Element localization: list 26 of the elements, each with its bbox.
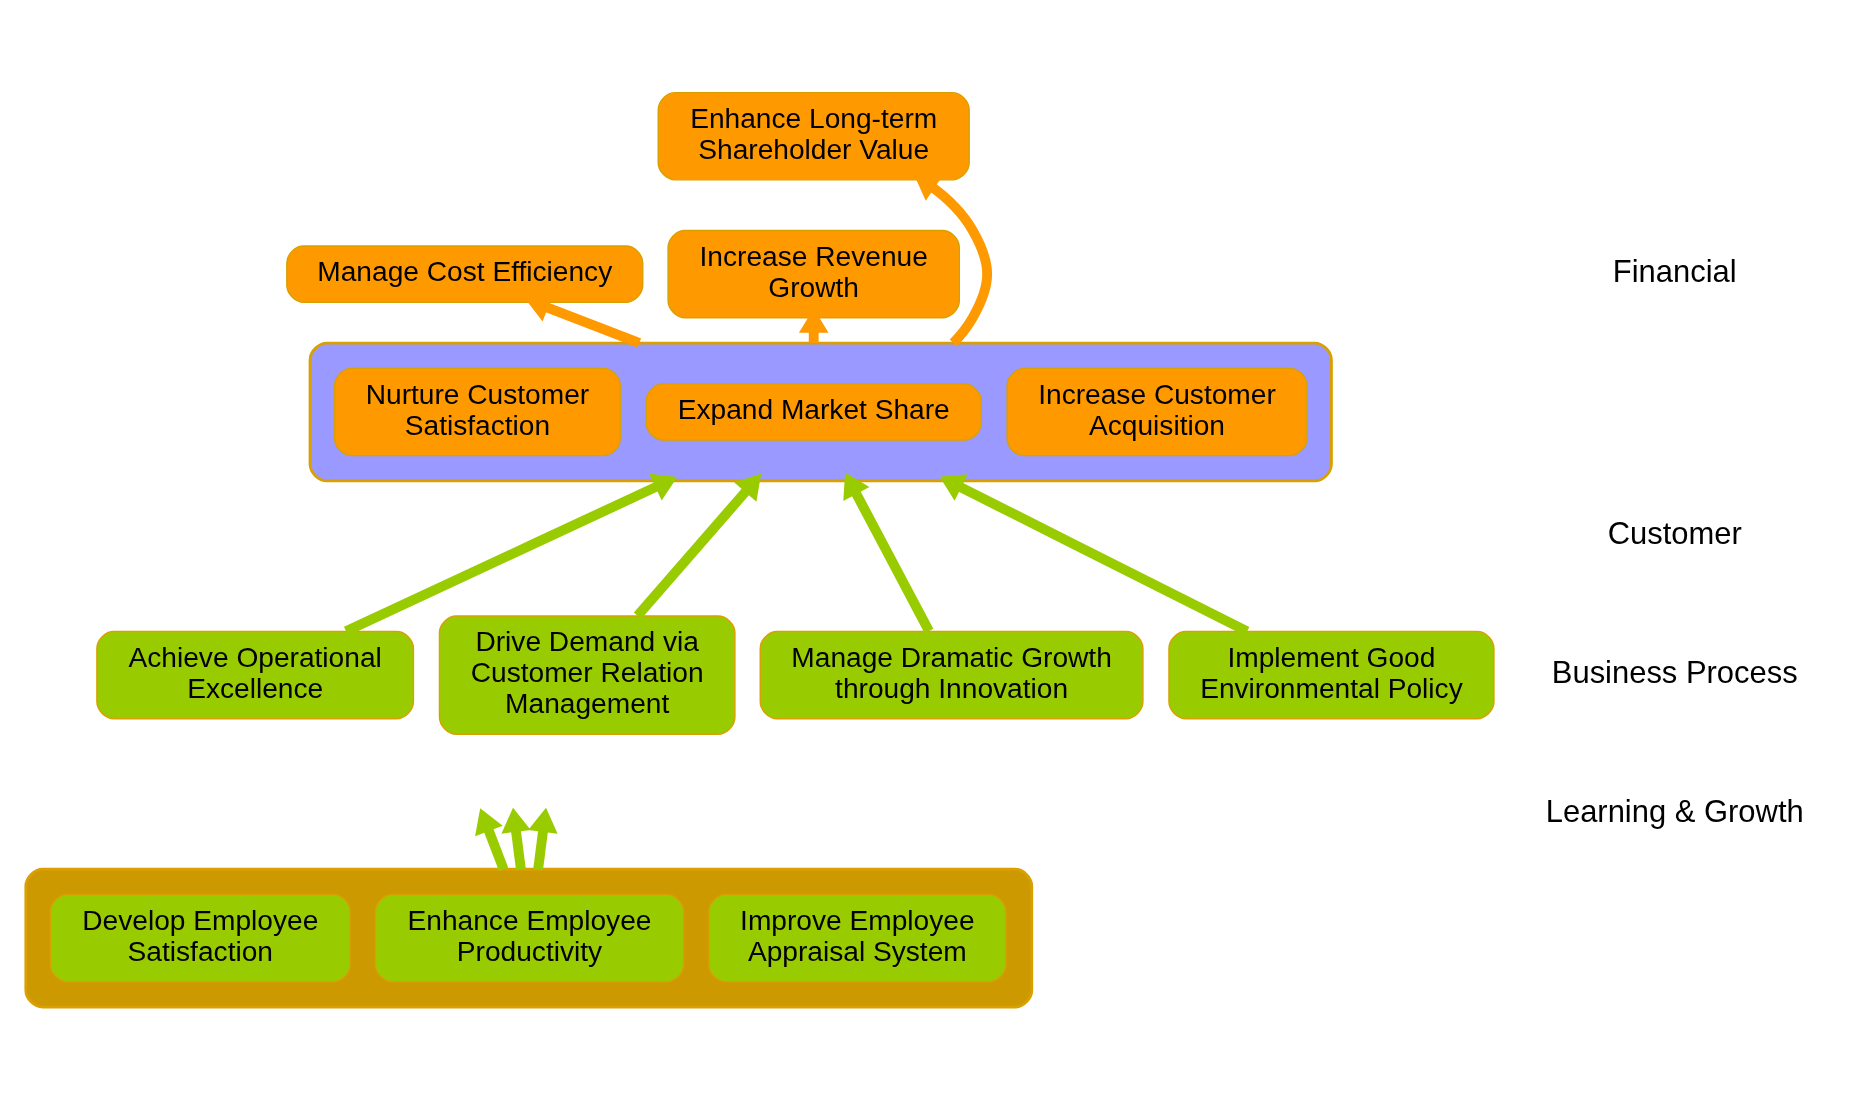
node-box: Drive Demand via Customer Relation Management bbox=[438, 614, 736, 735]
node-box: Manage Dramatic Growth through Innovation bbox=[759, 630, 1144, 719]
label: Financial bbox=[1612, 253, 1737, 289]
node-box: Develop Employee Satisfaction bbox=[49, 893, 351, 982]
label: Customer bbox=[1607, 515, 1742, 551]
label: Business Process bbox=[1551, 654, 1798, 690]
node-box: Expand Market Share bbox=[645, 382, 982, 441]
label: Learning & Growth bbox=[1545, 793, 1804, 829]
node-box: Achieve Operational Excellence bbox=[96, 630, 415, 719]
arrow bbox=[501, 807, 531, 870]
node-box: Manage Cost Efficiency bbox=[286, 244, 644, 303]
node-box: Implement Good Environmental Policy bbox=[1168, 630, 1495, 719]
arrow bbox=[475, 807, 509, 871]
arrow bbox=[343, 473, 678, 636]
arrow bbox=[843, 472, 934, 633]
cluster bbox=[308, 341, 1333, 482]
node-box: Nurture Customer Satisfaction bbox=[333, 367, 621, 456]
node-box: Increase Revenue Growth bbox=[667, 229, 961, 318]
arrow bbox=[633, 473, 762, 619]
arrow bbox=[939, 473, 1250, 636]
node-box: Enhance Employee Productivity bbox=[374, 893, 685, 982]
cluster bbox=[24, 867, 1034, 1009]
node-box: Increase Customer Acquisition bbox=[1006, 367, 1308, 456]
arrow bbox=[528, 807, 558, 870]
node-box: Improve Employee Appraisal System bbox=[708, 893, 1007, 982]
node-box: Enhance Long-term Shareholder Value bbox=[657, 91, 970, 181]
